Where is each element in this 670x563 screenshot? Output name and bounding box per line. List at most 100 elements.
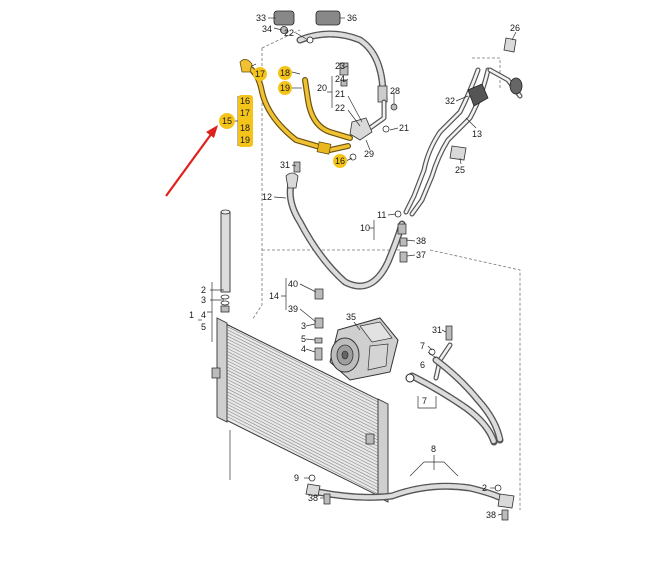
label-11: 11 xyxy=(377,210,386,220)
hose-8-right-fitting xyxy=(497,493,515,509)
condenser-fin xyxy=(225,328,381,407)
label-22-mid: 22 xyxy=(335,103,345,113)
label-15: 15 xyxy=(222,116,232,126)
label-21-right: 21 xyxy=(399,123,409,133)
label-3-mid: 3 xyxy=(301,321,306,331)
part-26 xyxy=(503,37,517,53)
label-2-right: 2 xyxy=(482,483,487,493)
label-23: 23 xyxy=(335,61,345,71)
pipe-end-13 xyxy=(509,77,523,95)
hose-crimp-top xyxy=(377,85,388,103)
condenser-fin xyxy=(225,331,381,410)
label-18-top: 18 xyxy=(280,68,290,78)
condenser-fin xyxy=(225,406,381,486)
label-16-left: 16 xyxy=(240,96,250,106)
highlighted-pipe-15-end xyxy=(239,59,253,73)
label-2-left: 2 xyxy=(201,285,206,295)
dampener-32 xyxy=(467,83,489,107)
label-1: 1 xyxy=(189,310,194,320)
label-38-mid: 38 xyxy=(416,236,426,246)
dashed-boundary-right xyxy=(429,249,521,510)
condenser-fin xyxy=(225,400,381,480)
label-28: 28 xyxy=(390,86,400,96)
condenser-fin xyxy=(225,375,381,455)
label-25: 25 xyxy=(455,165,465,175)
part-labels: 33 36 34 22 26 17 18 19 23 24 20 21 22 2… xyxy=(189,13,520,520)
condenser-fin xyxy=(225,341,381,420)
condenser-fin xyxy=(225,384,381,464)
label-22-top: 22 xyxy=(284,28,294,38)
label-3-left: 3 xyxy=(201,295,206,305)
label-4-mid: 4 xyxy=(301,344,306,354)
valve-block-29 xyxy=(349,117,373,141)
label-10: 10 xyxy=(360,223,370,233)
condenser-fin xyxy=(225,378,381,458)
dashed-boundary-top-right xyxy=(472,57,501,90)
label-5-left: 5 xyxy=(201,322,206,332)
label-24: 24 xyxy=(335,74,345,84)
label-13: 13 xyxy=(472,129,482,139)
label-5-mid: 5 xyxy=(301,334,306,344)
condenser-fin xyxy=(225,394,381,474)
condenser-fin xyxy=(225,412,381,493)
condenser-fin xyxy=(225,347,381,426)
bracket-25 xyxy=(449,145,467,161)
condenser-fin xyxy=(225,403,381,483)
label-40: 40 xyxy=(288,279,298,289)
label-38-bottom-left: 38 xyxy=(308,493,318,503)
label-31-right: 31 xyxy=(432,325,442,335)
label-16-bottom: 16 xyxy=(335,156,345,166)
label-17-top: 17 xyxy=(255,69,265,79)
label-36: 36 xyxy=(347,13,357,23)
label-19-left: 19 xyxy=(240,135,250,145)
label-8: 8 xyxy=(431,444,436,454)
label-17-left: 17 xyxy=(240,108,250,118)
label-29: 29 xyxy=(364,149,374,159)
label-31-top: 31 xyxy=(280,160,290,170)
label-18-left: 18 xyxy=(240,123,250,133)
label-21-mid: 21 xyxy=(335,89,345,99)
condenser-fin xyxy=(225,344,381,423)
condenser-fin xyxy=(225,415,381,496)
label-4-left: 4 xyxy=(201,310,206,320)
condenser-fin xyxy=(225,369,381,448)
label-33: 33 xyxy=(256,13,266,23)
label-38-bottom-right: 38 xyxy=(486,510,496,520)
dashed-boundary-top xyxy=(261,29,301,49)
label-37: 37 xyxy=(416,250,426,260)
condenser-fin xyxy=(225,372,381,451)
condenser-fin xyxy=(225,338,381,416)
label-34: 34 xyxy=(262,24,272,34)
condenser-fin xyxy=(225,390,381,470)
condenser-fin xyxy=(225,353,381,432)
dashed-boundary-left xyxy=(251,48,263,321)
receiver-drier xyxy=(220,209,231,313)
condenser-fin xyxy=(225,359,381,439)
label-14: 14 xyxy=(269,291,279,301)
label-9: 9 xyxy=(294,473,299,483)
label-39: 39 xyxy=(288,304,298,314)
hose-line-top-braid xyxy=(297,31,387,103)
condenser-fin xyxy=(225,325,381,404)
hose-line-12-braid xyxy=(288,177,405,289)
condenser-fin xyxy=(225,409,381,489)
label-12: 12 xyxy=(262,192,272,202)
ac-compressor xyxy=(329,317,399,381)
red-pointer-arrow xyxy=(165,125,218,197)
highlighted-pipe-15-clamp xyxy=(316,141,332,155)
label-35: 35 xyxy=(346,312,356,322)
label-7-bottom: 7 xyxy=(422,396,427,406)
condenser-fin xyxy=(225,350,381,429)
condenser-fin xyxy=(225,397,381,477)
label-20: 20 xyxy=(317,83,327,93)
label-7-mid: 7 xyxy=(420,341,425,351)
condenser-fin xyxy=(225,381,381,461)
hose-8-left-fitting xyxy=(305,483,321,497)
label-26: 26 xyxy=(510,23,520,33)
condenser xyxy=(216,317,389,503)
condenser-fin xyxy=(225,387,381,467)
label-32: 32 xyxy=(445,96,455,106)
condenser-fin xyxy=(225,366,381,445)
